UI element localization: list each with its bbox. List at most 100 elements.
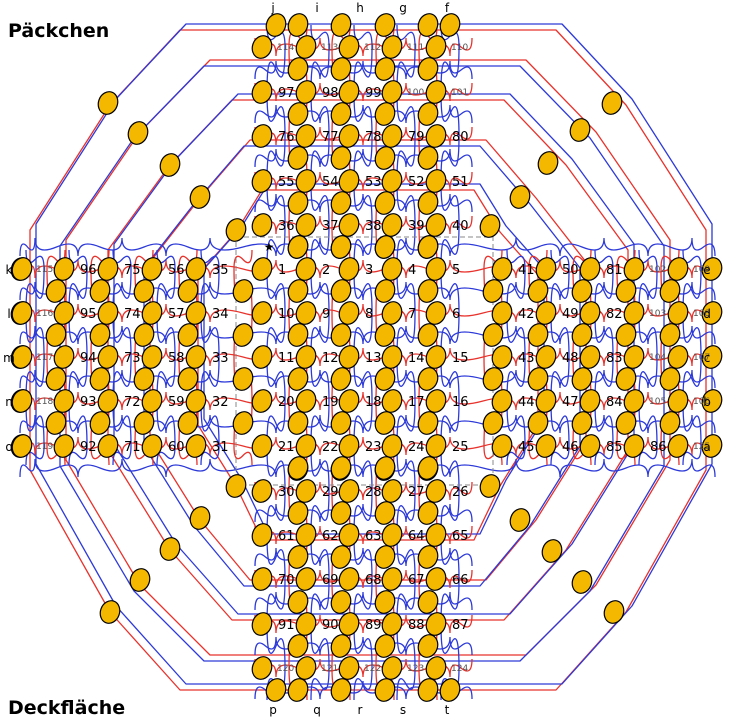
bead <box>615 367 637 391</box>
thread-path <box>506 249 526 466</box>
bead-number: 112 <box>364 43 381 53</box>
bead-number: 46 <box>562 440 579 455</box>
bead-number: 125 <box>693 442 710 452</box>
bead <box>287 411 309 435</box>
bead <box>330 146 352 170</box>
bead-number: 114 <box>277 43 294 53</box>
bead <box>417 678 439 702</box>
bead-number: 45 <box>518 440 535 455</box>
edge-letter: l <box>7 307 10 321</box>
bead <box>45 323 67 347</box>
bead <box>251 257 273 281</box>
bead-number: 109 <box>693 265 710 275</box>
bead <box>623 345 645 369</box>
thread-path <box>200 249 220 466</box>
edge-letter: h <box>356 1 364 15</box>
bead-number: 93 <box>80 395 97 410</box>
bead <box>615 323 637 347</box>
bead-number: 28 <box>365 485 382 500</box>
bead <box>287 191 309 215</box>
bead-number: 80 <box>452 130 469 145</box>
bead <box>381 301 403 325</box>
thread-path <box>660 249 680 466</box>
bead-number: 69 <box>322 573 339 588</box>
bead <box>579 389 601 413</box>
bead-number: 102 <box>649 265 666 275</box>
bead <box>417 456 439 480</box>
bead <box>295 434 317 458</box>
bead <box>491 345 513 369</box>
bead <box>701 301 723 325</box>
bead <box>535 345 557 369</box>
bead-number: 17 <box>408 395 425 410</box>
bead-number: 110 <box>451 43 468 53</box>
thread-path <box>134 249 154 466</box>
bead <box>330 590 352 614</box>
bead <box>295 523 317 547</box>
bead <box>287 57 309 81</box>
bead-number: 111 <box>407 43 424 53</box>
bead <box>381 345 403 369</box>
thread-path <box>19 237 716 257</box>
thread-path <box>156 249 176 466</box>
bead <box>330 456 352 480</box>
bead-number: 99 <box>365 86 382 101</box>
bead <box>667 301 689 325</box>
thread-path <box>254 525 473 545</box>
edge-letter: n <box>5 395 13 409</box>
bead <box>527 323 549 347</box>
bead-number: 33 <box>212 351 229 366</box>
thread-path <box>90 249 110 466</box>
bead-number: 10 <box>278 307 295 322</box>
bead-number: 88 <box>408 618 425 633</box>
bead <box>417 590 439 614</box>
bead <box>417 191 439 215</box>
bead <box>417 102 439 126</box>
bead <box>185 434 207 458</box>
bead <box>623 389 645 413</box>
edge-letter: e <box>703 263 710 277</box>
bead <box>482 279 504 303</box>
bead <box>425 257 447 281</box>
bead <box>265 13 287 37</box>
thread-path <box>572 249 592 466</box>
bead-number: 27 <box>408 485 425 500</box>
bead <box>381 169 403 193</box>
thread-path <box>254 569 473 589</box>
bead <box>425 345 447 369</box>
bead <box>482 367 504 391</box>
bead <box>491 389 513 413</box>
bead <box>579 301 601 325</box>
bead-number: 104 <box>649 353 666 363</box>
bead <box>295 567 317 591</box>
bead-corner <box>479 474 501 498</box>
bead-corner <box>541 539 563 563</box>
edge-letter: p <box>269 703 277 717</box>
bead-number: 86 <box>650 440 667 455</box>
edge-letter: s <box>400 703 406 717</box>
bead-number: 73 <box>124 351 141 366</box>
bead <box>330 634 352 658</box>
thread-path <box>254 481 473 501</box>
bead <box>374 102 396 126</box>
bead <box>381 523 403 547</box>
edge-letter: i <box>315 1 318 15</box>
bead-number: 92 <box>80 440 97 455</box>
bead <box>53 345 75 369</box>
edge-letter: b <box>703 395 711 409</box>
bead-number: 118 <box>36 397 53 407</box>
bead-corner <box>537 151 559 175</box>
thread-path <box>254 171 473 191</box>
bead <box>97 389 119 413</box>
bead <box>374 323 396 347</box>
bead-number: 52 <box>408 175 425 190</box>
bead-number: 19 <box>322 395 339 410</box>
bead <box>287 323 309 347</box>
bead-number: 13 <box>365 351 382 366</box>
bead-number: 44 <box>518 395 535 410</box>
thread-path <box>254 215 473 235</box>
bead <box>535 434 557 458</box>
bead <box>53 434 75 458</box>
bead <box>89 411 111 435</box>
bead <box>701 345 723 369</box>
